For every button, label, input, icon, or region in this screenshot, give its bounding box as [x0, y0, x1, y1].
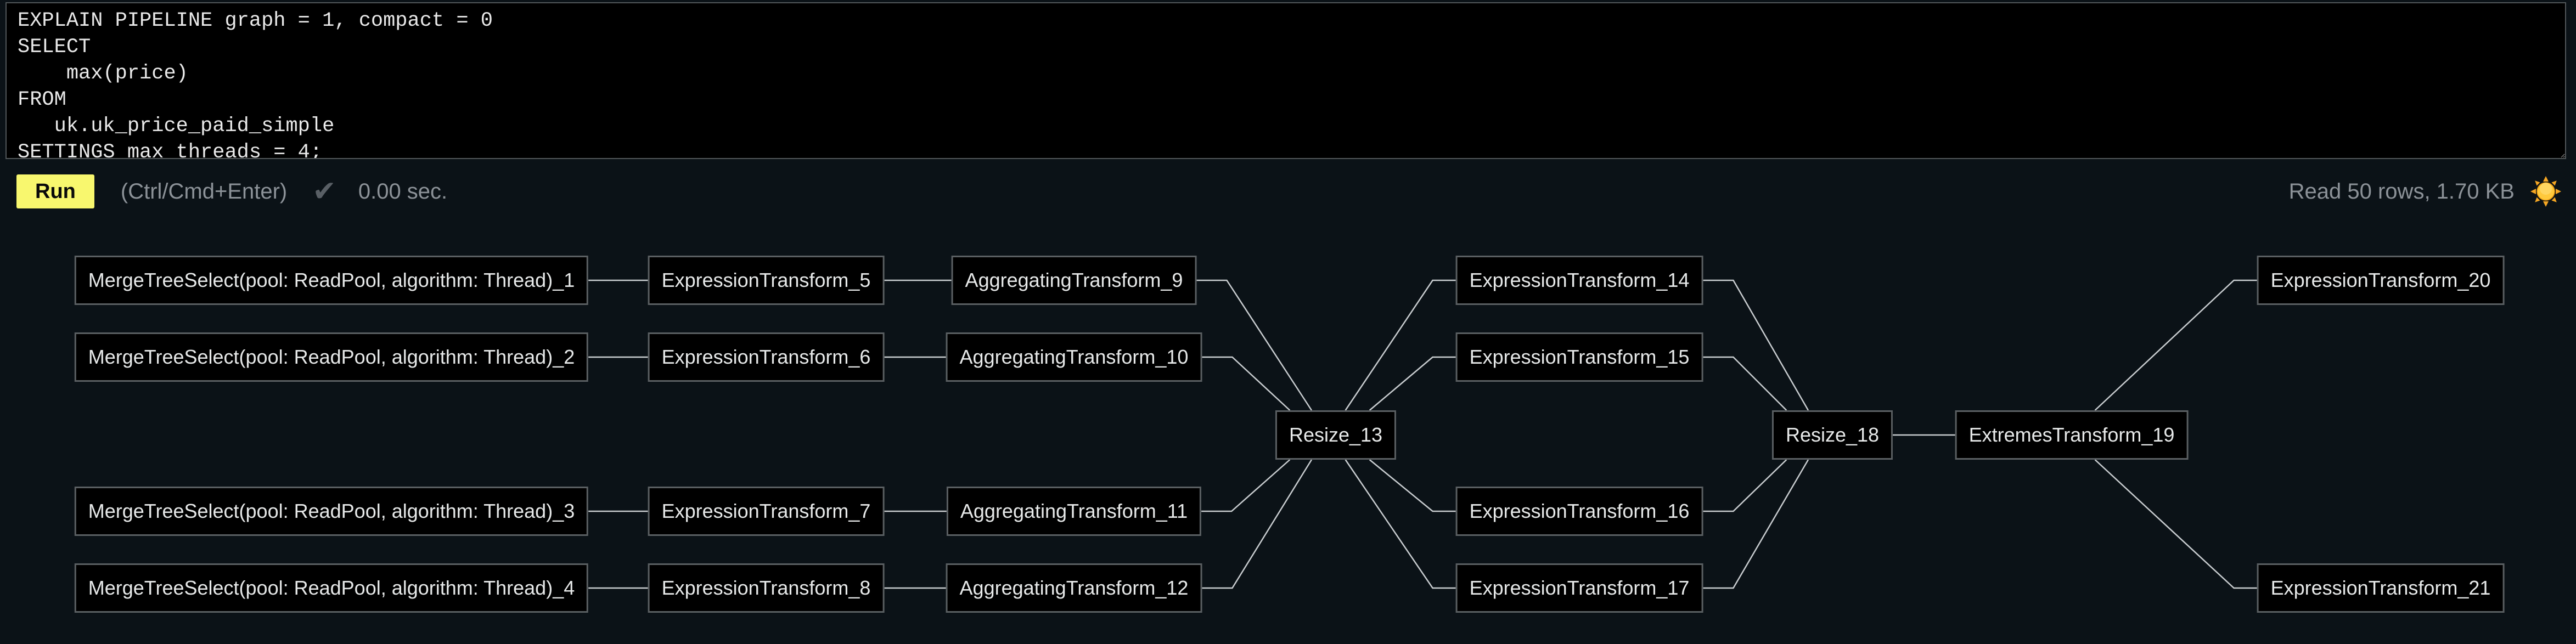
pipeline-node-et15: ExpressionTransform_15 — [1455, 332, 1703, 382]
pipeline-node-mts2: MergeTreeSelect(pool: ReadPool, algorith… — [74, 332, 589, 382]
pipeline-node-at11: AggregatingTransform_11 — [946, 487, 1202, 536]
success-check-icon: ✔ — [312, 176, 336, 207]
sql-editor[interactable]: EXPLAIN PIPELINE graph = 1, compact = 0 … — [5, 2, 2566, 159]
edge-at10-r13 — [1202, 356, 1291, 411]
pipeline-node-et7: ExpressionTransform_7 — [648, 487, 885, 536]
pipeline-node-mts3: MergeTreeSelect(pool: ReadPool, algorith… — [74, 487, 589, 536]
sun-icon-svg — [2530, 176, 2561, 207]
pipeline-node-et5: ExpressionTransform_5 — [648, 256, 885, 305]
edge-r13-et14 — [1345, 279, 1456, 411]
edge-r13-et15 — [1369, 356, 1456, 411]
pipeline-node-et21: ExpressionTransform_21 — [2257, 563, 2505, 613]
pipeline-node-et14: ExpressionTransform_14 — [1455, 256, 1703, 305]
edge-r13-et16 — [1369, 459, 1456, 512]
read-stats: Read 50 rows, 1.70 KB — [2288, 179, 2515, 204]
pipeline-node-r13: Resize_13 — [1275, 410, 1397, 460]
pipeline-node-at12: AggregatingTransform_12 — [946, 563, 1202, 613]
pipeline-node-mts1: MergeTreeSelect(pool: ReadPool, algorith… — [74, 256, 589, 305]
edge-r13-et17 — [1345, 459, 1456, 589]
sun-icon[interactable] — [2529, 174, 2563, 208]
pipeline-node-at9: AggregatingTransform_9 — [951, 256, 1197, 305]
edge-et15-r18 — [1703, 356, 1787, 411]
edge-et17-r18 — [1703, 459, 1809, 589]
edge-et14-r18 — [1703, 279, 1809, 411]
edge-ext19-et20 — [2094, 279, 2257, 411]
elapsed-time: 0.00 sec. — [358, 179, 448, 204]
edge-at11-r13 — [1201, 459, 1291, 512]
pipeline-node-et8: ExpressionTransform_8 — [648, 563, 885, 613]
pipeline-node-et6: ExpressionTransform_6 — [648, 332, 885, 382]
toolbar: Run (Ctrl/Cmd+Enter) ✔ 0.00 sec. Read 50… — [16, 174, 2563, 208]
shortcut-hint: (Ctrl/Cmd+Enter) — [120, 179, 288, 204]
pipeline-node-ext19: ExtremesTransform_19 — [1955, 410, 2189, 460]
edge-ext19-et21 — [2094, 459, 2257, 589]
edge-et16-r18 — [1703, 459, 1787, 512]
pipeline-node-r18: Resize_18 — [1771, 410, 1893, 460]
pipeline-node-et20: ExpressionTransform_20 — [2257, 256, 2505, 305]
run-button[interactable]: Run — [16, 174, 94, 208]
edge-at12-r13 — [1202, 459, 1313, 589]
pipeline-node-et17: ExpressionTransform_17 — [1455, 563, 1703, 613]
pipeline-node-mts4: MergeTreeSelect(pool: ReadPool, algorith… — [74, 563, 589, 613]
pipeline-node-et16: ExpressionTransform_16 — [1455, 487, 1703, 536]
edge-at9-r13 — [1196, 279, 1313, 411]
pipeline-node-at10: AggregatingTransform_10 — [946, 332, 1202, 382]
